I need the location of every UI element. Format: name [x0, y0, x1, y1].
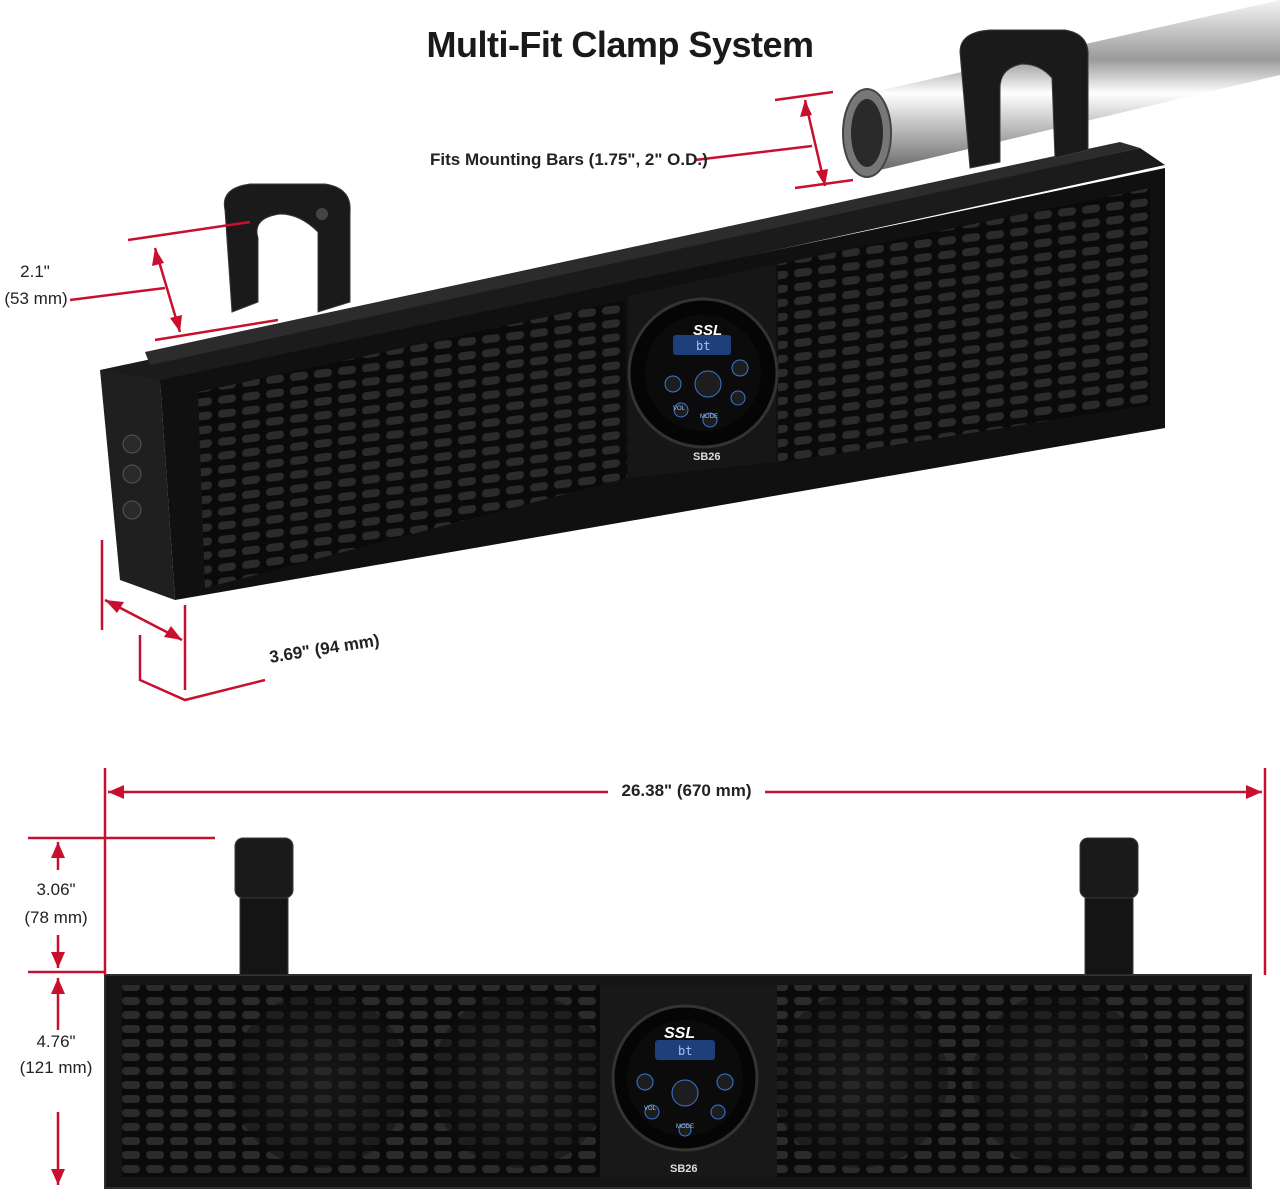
mode-label-front: MODE: [676, 1124, 694, 1130]
vol-label-angled: VOL: [673, 406, 686, 412]
clamp-left-front: [234, 837, 294, 976]
clamp-height-in-label: 2.1": [20, 262, 50, 281]
width-label: 26.38" (670 mm): [621, 781, 752, 800]
clamp-right-front: [1079, 837, 1139, 976]
vol-down-icon[interactable]: [644, 1104, 660, 1120]
dimension-arrowheads: [51, 100, 1262, 1185]
mode-label-angled: MODE: [700, 414, 718, 420]
clamp-height-mm-label: (53 mm): [4, 289, 68, 308]
clamp-left-angled: [223, 183, 351, 313]
play-pause-icon[interactable]: [671, 1079, 699, 1107]
vol-up-icon[interactable]: [710, 1104, 726, 1120]
head-unit-front: [611, 1004, 759, 1152]
body-height-mm-label: (121 mm): [19, 1058, 93, 1077]
lcd-display-angled: bt: [696, 339, 710, 353]
soundbar-front: [104, 974, 1252, 1189]
vol-label-front: VOL: [644, 1106, 657, 1112]
clamp-front-in-label: 3.06": [36, 880, 76, 899]
model-label-angled: SB26: [693, 451, 721, 463]
next-track-icon[interactable]: [716, 1073, 734, 1091]
brand-logo-angled: SSL: [693, 322, 722, 339]
clamp-right-angled: [959, 29, 1089, 169]
mounting-bars-label: Fits Mounting Bars (1.75", 2" O.D.): [430, 150, 708, 169]
power-icon[interactable]: [678, 1123, 692, 1137]
head-unit-angled: [627, 297, 779, 449]
clamp-front-mm-label: (78 mm): [24, 908, 88, 927]
page-title: Multi-Fit Clamp System: [426, 24, 814, 65]
model-label-front: SB26: [670, 1163, 698, 1175]
dimension-lines: [28, 90, 1267, 1185]
brand-logo-front: SSL: [664, 1025, 695, 1042]
body-height-in-label: 4.76": [36, 1032, 76, 1051]
prev-track-icon[interactable]: [636, 1073, 654, 1091]
lcd-display-front: bt: [678, 1044, 692, 1058]
